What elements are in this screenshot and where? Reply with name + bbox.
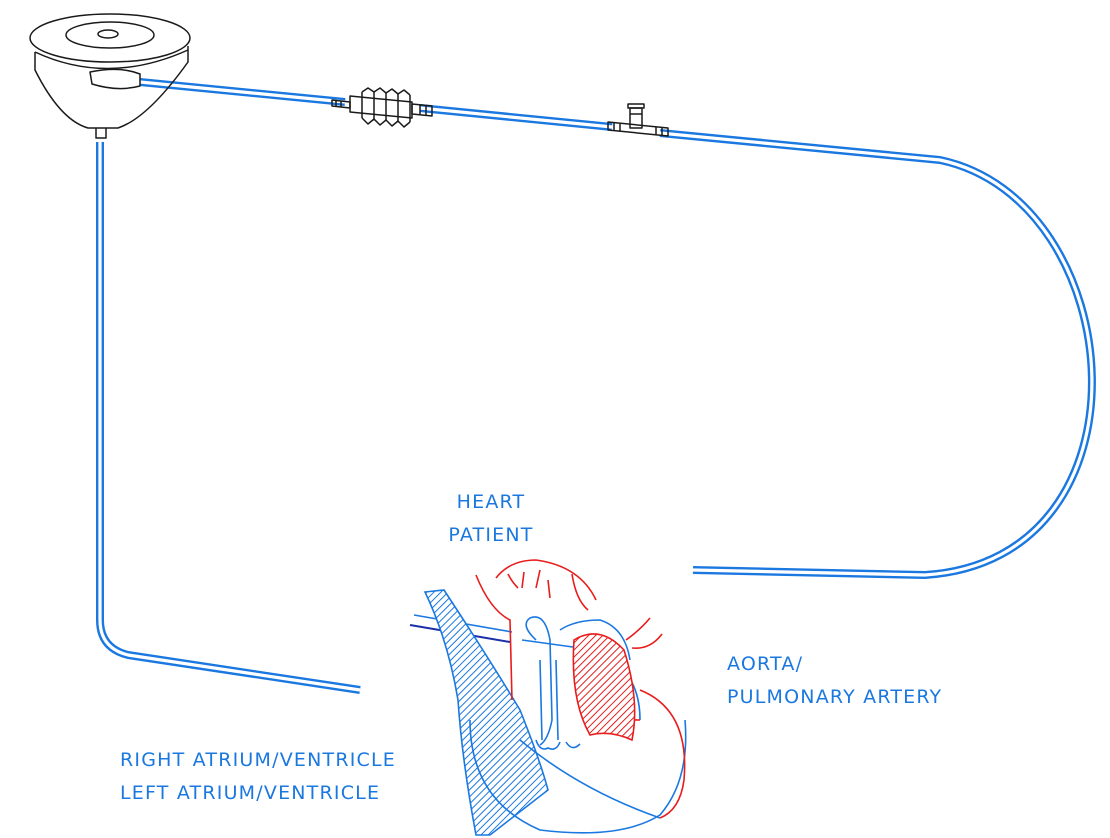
label-aorta-pulmonary: AORTA/ PULMONARY ARTERY — [727, 653, 942, 708]
vena-cava — [423, 589, 549, 836]
arterial-return-line — [139, 78, 1096, 579]
label-patient: PATIENT — [448, 524, 533, 546]
label-left-atrium: LEFT ATRIUM/VENTRICLE — [120, 782, 380, 804]
label-atrium-ventricle: RIGHT ATRIUM/VENTRICLE LEFT ATRIUM/VENTR… — [120, 749, 396, 804]
label-right-atrium: RIGHT ATRIUM/VENTRICLE — [120, 749, 396, 771]
label-pulmonary-artery: PULMONARY ARTERY — [727, 686, 942, 708]
heart-illustration — [409, 559, 687, 836]
label-heart-patient: HEART PATIENT — [448, 491, 533, 546]
luer-port — [607, 103, 669, 137]
left-atrium — [572, 633, 636, 742]
inline-connector — [331, 87, 433, 128]
pump-head — [29, 13, 191, 139]
label-heart: HEART — [457, 491, 526, 513]
label-aorta: AORTA/ — [727, 653, 803, 675]
venous-drainage-line — [96, 142, 361, 694]
